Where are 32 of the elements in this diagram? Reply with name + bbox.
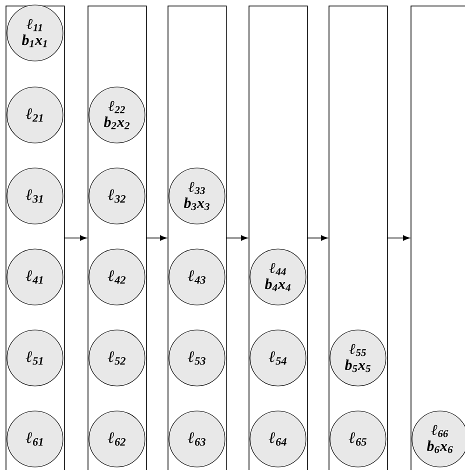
circle-node: ℓ$_{11}$ b$_{1}$x$_{1}$ bbox=[6, 4, 64, 62]
circle-node: ℓ$_{31}$ bbox=[6, 168, 64, 224]
circle-node: ℓ$_{63}$ bbox=[168, 410, 226, 468]
circle-node: ℓ$_{54}$ bbox=[250, 330, 306, 386]
column-box bbox=[328, 6, 388, 470]
circle-node: ℓ$_{61}$ bbox=[6, 410, 64, 468]
circle-node: ℓ$_{21}$ bbox=[6, 86, 64, 144]
arrow bbox=[307, 235, 328, 241]
circle-node: ℓ$_{43}$ bbox=[168, 248, 226, 306]
circle-node: ℓ$_{53}$ bbox=[168, 330, 226, 386]
circle-node: ℓ$_{52}$ bbox=[88, 330, 146, 386]
circle-node: ℓ$_{64}$ bbox=[250, 410, 306, 468]
arrow bbox=[64, 235, 87, 241]
arrow bbox=[226, 235, 248, 241]
circle-node: ℓ$_{51}$ bbox=[6, 330, 64, 386]
column-box bbox=[168, 6, 227, 470]
circle-node: ℓ$_{42}$ bbox=[88, 248, 146, 306]
arrow bbox=[387, 235, 410, 241]
arrow bbox=[146, 235, 167, 241]
circle-node: ℓ$_{62}$ bbox=[88, 410, 146, 468]
circle-node: ℓ$_{22}$ b$_{2}$x$_{2}$ bbox=[88, 86, 146, 144]
circle-node: ℓ$_{41}$ bbox=[6, 248, 64, 306]
circle-node: ℓ$_{66}$ b$_{6}$x$_{6}$ bbox=[412, 410, 465, 468]
column-box bbox=[410, 6, 465, 470]
column-box bbox=[248, 6, 308, 470]
circle-node: ℓ$_{44}$ b$_{4}$x$_{4}$ bbox=[250, 248, 306, 306]
column-box bbox=[6, 6, 65, 470]
circle-node: ℓ$_{32}$ bbox=[88, 168, 146, 224]
circle-node: ℓ$_{33}$ b$_{3}$x$_{3}$ bbox=[168, 168, 226, 224]
column-box bbox=[88, 6, 147, 470]
circle-node: ℓ$_{55}$ b$_{5}$x$_{5}$ bbox=[330, 330, 386, 386]
circle-node: ℓ$_{65}$ bbox=[330, 410, 386, 468]
